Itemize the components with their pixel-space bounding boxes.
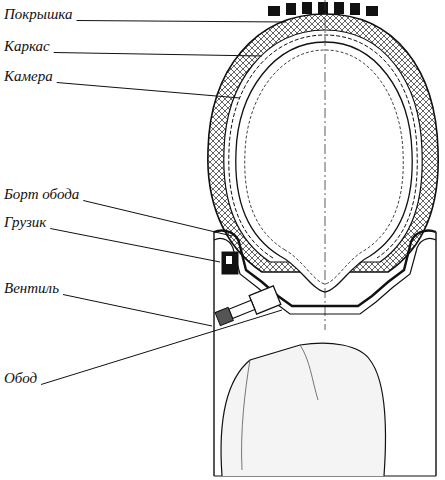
part-label: Камера [3, 68, 54, 85]
part-label: Обод [3, 370, 38, 387]
leader-line [41, 310, 282, 385]
leader-line [76, 21, 286, 23]
leader-line [83, 201, 232, 237]
part-label: Каркас [3, 38, 51, 55]
part-label: Борт обода [3, 186, 80, 203]
part-label: Покрышка [3, 6, 73, 23]
part-label: Грузик [3, 214, 47, 231]
leader-line [50, 229, 220, 263]
leader-line [57, 83, 240, 99]
leader-line [63, 295, 212, 327]
part-label: Вентиль [3, 280, 60, 297]
leader-line [54, 53, 262, 57]
